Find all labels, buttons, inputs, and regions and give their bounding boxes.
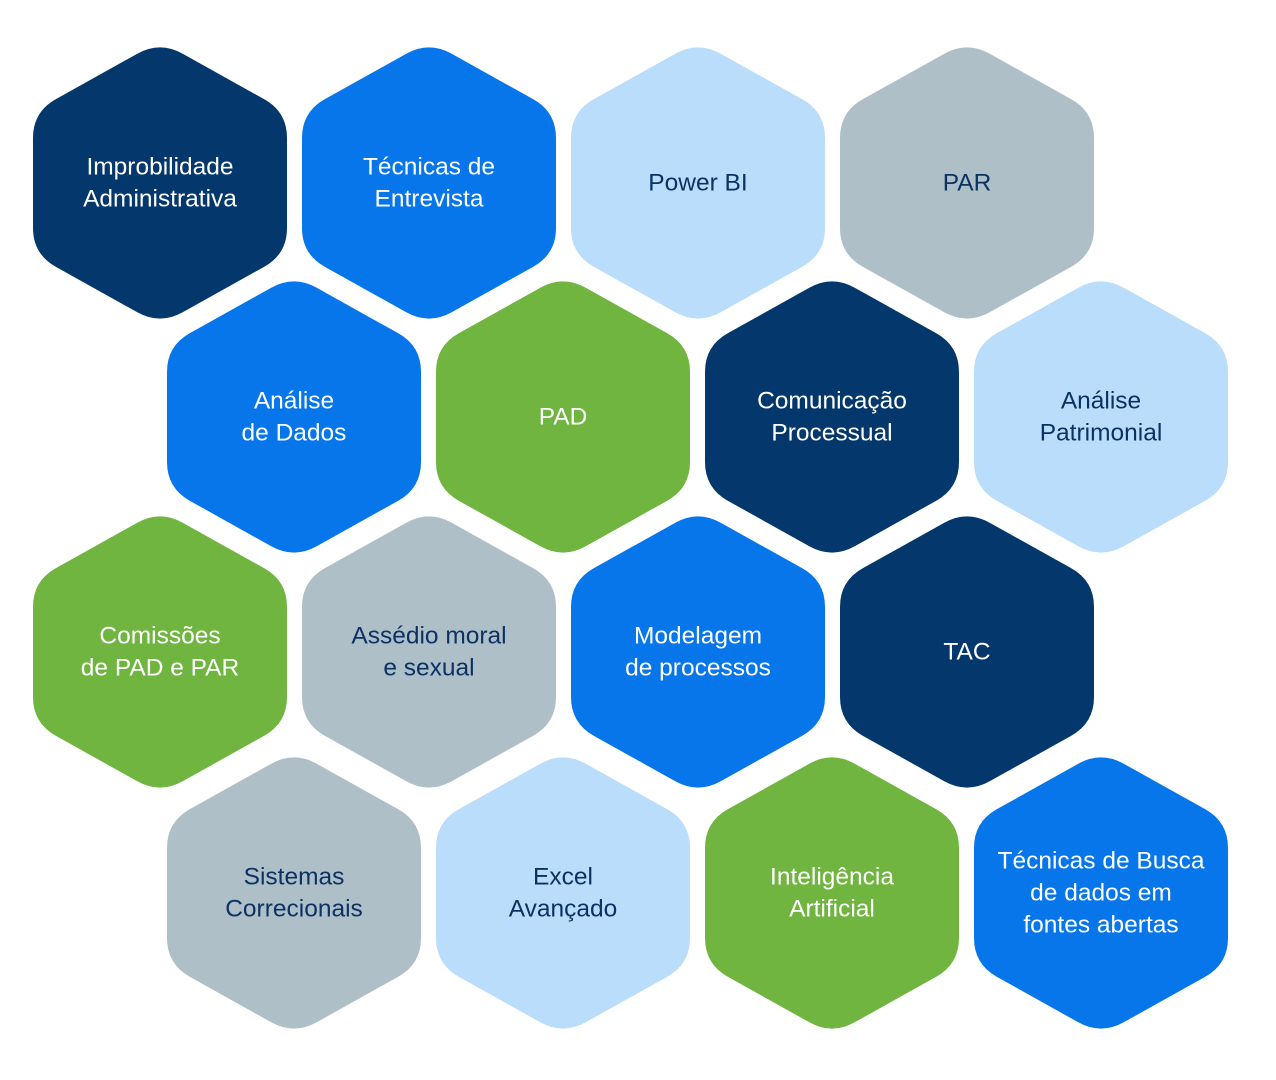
hexagon-shape (302, 516, 556, 788)
hexagon-label: e sexual (383, 655, 474, 682)
hexagon-label: Improbilidade (86, 154, 233, 181)
hexagon-label: Processual (771, 420, 892, 447)
hexagon-tecnicas-entrevista: Técnicas de Entrevista (302, 47, 556, 319)
hexagon-shape (302, 47, 556, 319)
hexagon-label: de Dados (242, 420, 347, 447)
hexagon-shape (705, 757, 959, 1029)
hexagon-label: Inteligência (770, 864, 894, 891)
hexagon-shape (840, 47, 1094, 319)
hexagon-comissoes: Comissões de PAD e PAR (33, 516, 287, 788)
hexagon-label: TAC (943, 639, 990, 666)
hexagon-label: Artificial (789, 896, 875, 923)
hexagon-label: Análise (1061, 388, 1141, 415)
hexagon-shape (974, 281, 1228, 553)
hexagon-label: de PAD e PAR (81, 655, 239, 682)
hexagon-label: Assédio moral (351, 623, 506, 650)
hexagon-label: Sistemas (244, 864, 345, 891)
hexagon-analise-dados: Análise de Dados (167, 281, 421, 553)
hexagon-shape (33, 516, 287, 788)
hexagon-shape (436, 757, 690, 1029)
hexagon-shape (840, 516, 1094, 788)
hexagon-label: Análise (254, 388, 334, 415)
hexagon-tac: TAC (840, 516, 1094, 788)
hexagon-label: PAD (539, 404, 588, 431)
hexagon-label: Técnicas de Busca (998, 848, 1205, 875)
hexagon-shape (571, 47, 825, 319)
hexagon-label: Correcionais (225, 896, 363, 923)
hexagon-pad: PAD (436, 281, 690, 553)
hexagon-label: Administrativa (83, 186, 237, 213)
hexagon-label: PAR (943, 170, 992, 197)
hexagon-label: Modelagem (634, 623, 762, 650)
hexagon-label: fontes abertas (1023, 912, 1178, 939)
hexagon-label: Entrevista (375, 186, 484, 213)
hexagon-label: Power BI (648, 170, 747, 197)
hexagon-shape (436, 281, 690, 553)
hexagon-assedio: Assédio moral e sexual (302, 516, 556, 788)
hexagon-par: PAR (840, 47, 1094, 319)
hexagon-modelagem: Modelagem de processos (571, 516, 825, 788)
hexagon-shape (33, 47, 287, 319)
hexagon-label: de processos (625, 655, 771, 682)
hexagon-label: Comissões (99, 623, 220, 650)
hexagon-busca-fontes: Técnicas de Busca de dados em fontes abert… (974, 757, 1228, 1029)
hexagon-label: Avançado (509, 896, 618, 923)
hexagon-label: de dados em (1030, 880, 1172, 907)
hexagon-shape (167, 757, 421, 1029)
hexagon-power-bi: Power BI (571, 47, 825, 319)
hexagon-shape (974, 757, 1228, 1029)
hexagon-label: Comunicação (757, 388, 907, 415)
hexagon-shape (167, 281, 421, 553)
hexagon-label: Técnicas de (363, 154, 495, 181)
hexagon-label: Excel (533, 864, 593, 891)
hexagon-label: Patrimonial (1040, 420, 1163, 447)
hexagon-shape (571, 516, 825, 788)
hexagon-shape (705, 281, 959, 553)
